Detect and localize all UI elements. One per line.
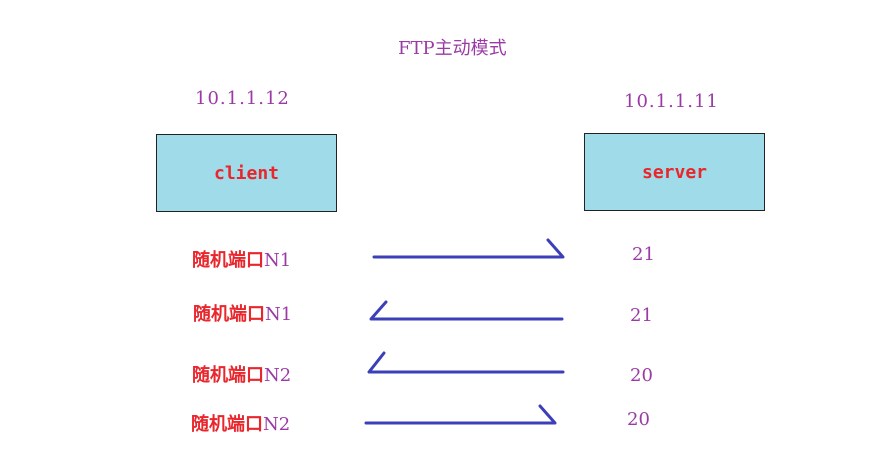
server-port-row-1: 21 [632, 244, 655, 265]
client-port-row-1: 随机端口N1 [192, 246, 291, 272]
client-box: client [156, 134, 337, 212]
client-port-prefix: 随机端口 [193, 304, 265, 325]
server-port-row-2: 21 [630, 305, 653, 326]
arrow-row-2-server-to-client [369, 300, 564, 321]
client-port-row-3: 随机端口N2 [192, 361, 291, 387]
server-port-row-4: 20 [627, 409, 650, 430]
server-ip: 10.1.1.11 [624, 91, 719, 112]
diagram-title: FTP主动模式 [398, 38, 507, 59]
server-port-row-3: 20 [630, 365, 653, 386]
client-port-prefix: 随机端口 [192, 365, 264, 386]
client-port-id: N1 [265, 304, 293, 325]
client-ip: 10.1.1.12 [195, 88, 290, 109]
server-box: server [584, 133, 765, 211]
arrow-row-4-client-to-server [364, 404, 557, 425]
client-port-id: N2 [264, 365, 292, 386]
arrow-row-1-client-to-server [372, 238, 565, 259]
server-label: server [641, 161, 708, 183]
client-port-row-4: 随机端口N2 [191, 410, 290, 436]
arrow-row-3-server-to-client [367, 351, 565, 374]
client-port-row-2: 随机端口N1 [193, 300, 292, 326]
client-label: client [213, 162, 280, 184]
client-port-prefix: 随机端口 [192, 250, 264, 271]
client-port-id: N1 [264, 250, 292, 271]
client-port-prefix: 随机端口 [191, 414, 263, 435]
client-port-id: N2 [263, 414, 291, 435]
